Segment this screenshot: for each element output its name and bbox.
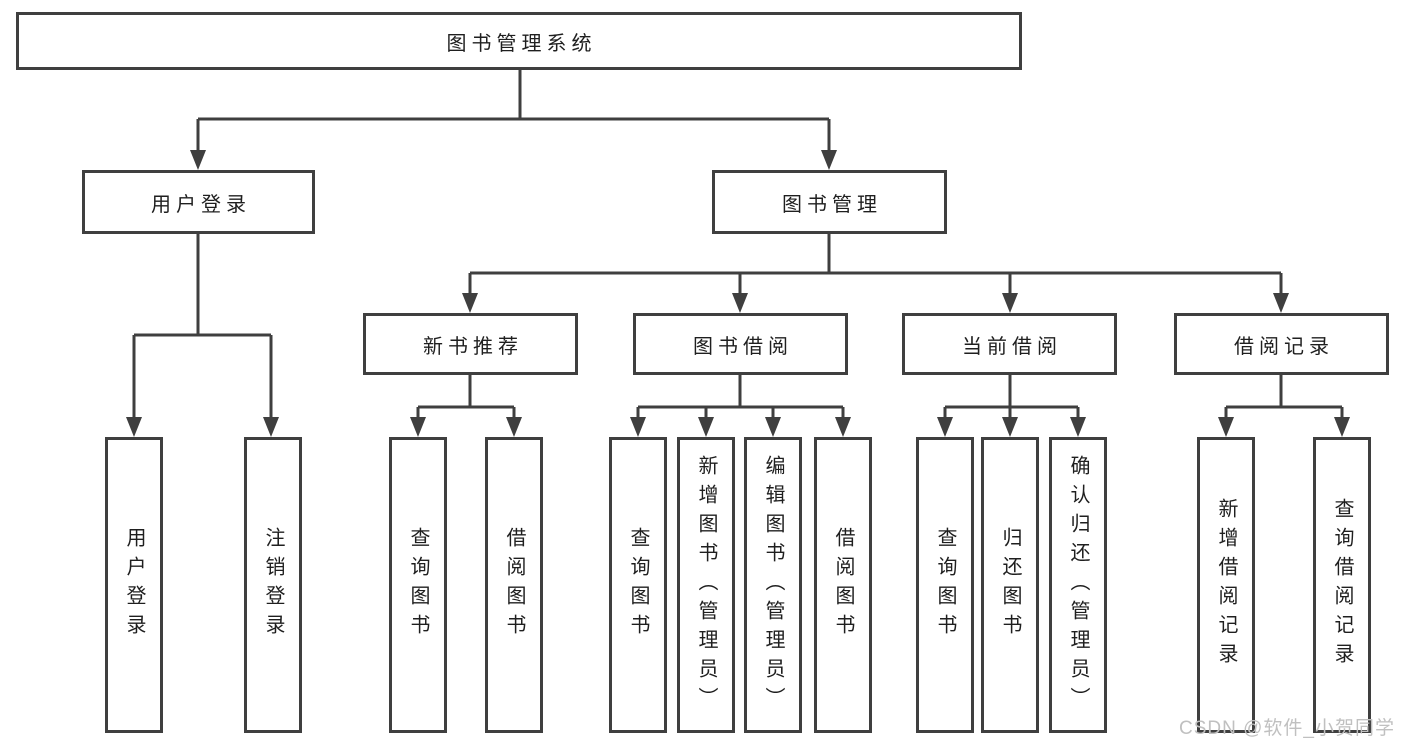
leaf-label: 查询图书: [407, 527, 429, 643]
leaf-query-books-current: 查询图书: [916, 437, 974, 733]
node-book-borrowing: 图书借阅: [633, 313, 848, 375]
node-library-management-system: 图书管理系统: [16, 12, 1022, 70]
leaf-label: 借阅图书: [503, 527, 525, 643]
node-label: 图书管理系统: [446, 32, 597, 55]
leaf-label: 借阅图书: [832, 527, 854, 643]
leaf-add-books-admin: 新增图书（管理员）: [677, 437, 735, 733]
leaf-add-borrow-record: 新增借阅记录: [1197, 437, 1255, 733]
leaf-label: 确认归还（管理员）: [1067, 454, 1089, 716]
node-user-login: 用户登录: [82, 170, 315, 234]
leaf-query-borrow-record: 查询借阅记录: [1313, 437, 1371, 733]
leaf-confirm-return-admin: 确认归还（管理员）: [1049, 437, 1107, 733]
leaf-query-books-borrow: 查询图书: [609, 437, 667, 733]
node-label: 当前借阅: [962, 335, 1062, 358]
node-label: 借阅记录: [1234, 335, 1334, 358]
node-label: 用户登录: [151, 193, 251, 216]
node-book-management: 图书管理: [712, 170, 947, 234]
watermark: CSDN @软件_小贺同学: [1179, 718, 1395, 739]
leaf-query-books-recommend: 查询图书: [389, 437, 447, 733]
node-label: 图书借阅: [693, 335, 793, 358]
leaf-label: 查询图书: [934, 527, 956, 643]
leaf-label: 查询图书: [627, 527, 649, 643]
leaf-label: 编辑图书（管理员）: [762, 454, 784, 716]
leaf-return-books: 归还图书: [981, 437, 1039, 733]
leaf-label: 新增借阅记录: [1215, 498, 1237, 672]
leaf-edit-books-admin: 编辑图书（管理员）: [744, 437, 802, 733]
leaf-label: 新增图书（管理员）: [695, 454, 717, 716]
leaf-label: 查询借阅记录: [1331, 498, 1353, 672]
leaf-user-login: 用户登录: [105, 437, 163, 733]
leaf-borrow-books-recommend: 借阅图书: [485, 437, 543, 733]
node-borrowing-records: 借阅记录: [1174, 313, 1389, 375]
node-label: 新书推荐: [423, 335, 523, 358]
leaf-label: 用户登录: [123, 527, 145, 643]
node-label: 图书管理: [782, 193, 882, 216]
node-new-book-recommendation: 新书推荐: [363, 313, 578, 375]
leaf-label: 归还图书: [999, 527, 1021, 643]
node-current-borrowing: 当前借阅: [902, 313, 1117, 375]
leaf-borrow-books: 借阅图书: [814, 437, 872, 733]
leaf-logout: 注销登录: [244, 437, 302, 733]
leaf-label: 注销登录: [262, 527, 284, 643]
